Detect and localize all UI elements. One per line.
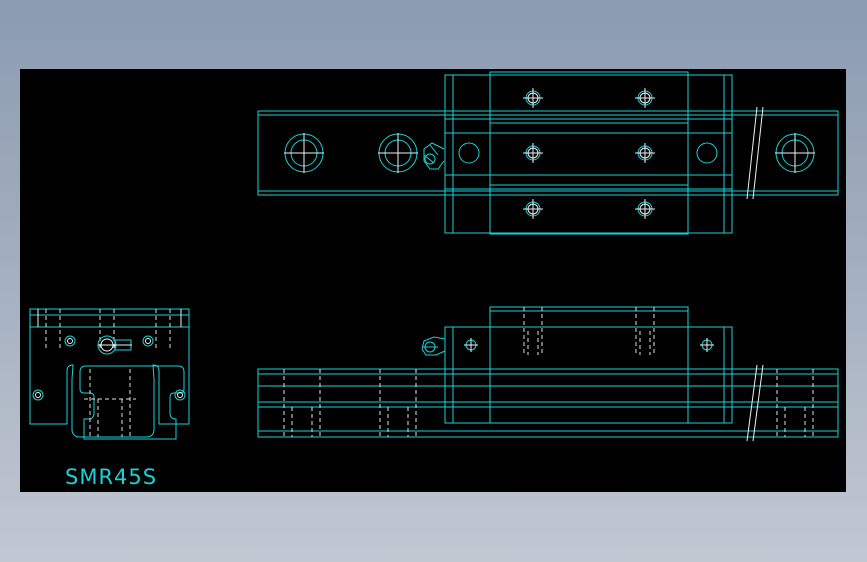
grease-nipple-top bbox=[423, 142, 445, 170]
rail-hole-hidden bbox=[283, 369, 814, 437]
rail-side bbox=[257, 364, 839, 442]
carriage-tapped-hole bbox=[523, 88, 655, 219]
end-seal-screw bbox=[464, 338, 714, 352]
grease-nipple-side bbox=[421, 336, 446, 356]
part-number-label: SMR45S bbox=[65, 465, 158, 489]
end-view-holes bbox=[32, 335, 186, 401]
front-view bbox=[257, 306, 839, 442]
rail-end-profile bbox=[79, 365, 185, 440]
rail-mount-hole-top bbox=[378, 133, 418, 173]
rail-mount-hole-top bbox=[775, 133, 815, 173]
rail-mount-hole-top bbox=[284, 133, 324, 173]
grease-nipple-end bbox=[97, 335, 132, 355]
carriage-end-profile bbox=[29, 308, 190, 438]
carriage-block-side bbox=[444, 306, 733, 424]
cad-drawing bbox=[29, 71, 839, 442]
carriage-tapped-hole-hidden bbox=[523, 307, 655, 355]
top-view bbox=[257, 71, 839, 235]
end-seal-hole bbox=[458, 142, 718, 164]
end-view bbox=[29, 308, 190, 440]
rail-top bbox=[257, 106, 839, 200]
end-view-hidden-lines bbox=[45, 309, 171, 437]
carriage-block-top bbox=[444, 71, 733, 235]
drawing-canvas: SMR45S bbox=[20, 69, 846, 492]
